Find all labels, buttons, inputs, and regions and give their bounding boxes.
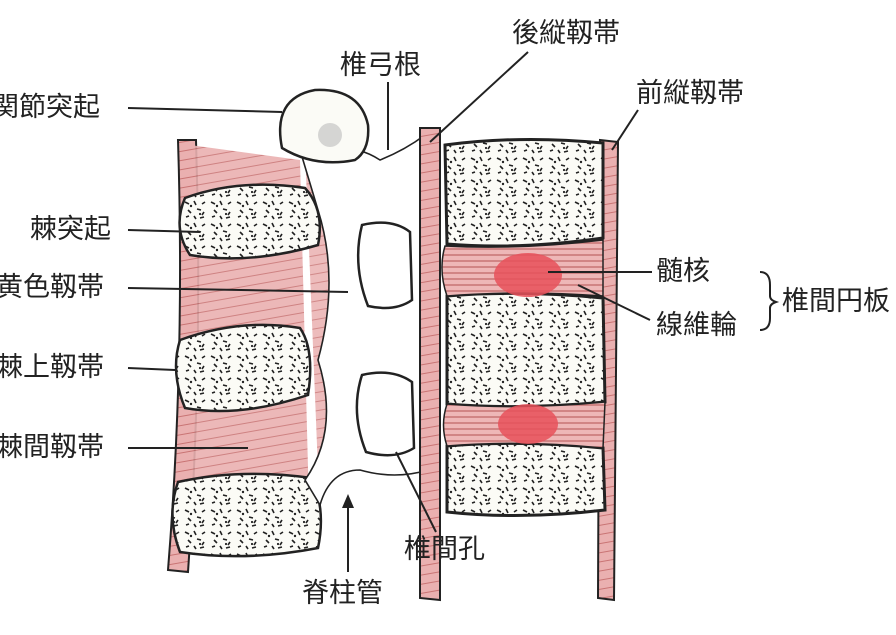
nucleus-pulposus-lower: [498, 404, 558, 444]
label-interspinous-ligament: 棘間靱帯: [0, 432, 104, 463]
label-pedicle: 椎弓根: [340, 50, 421, 81]
spinous-process-middle: [174, 323, 312, 413]
label-intervertebral-foramen: 椎間孔: [404, 534, 485, 565]
intervertebral-disc-brace: [759, 271, 780, 331]
intervertebral-foramen-lower: [355, 371, 416, 457]
vertebral-body-lower: [445, 441, 607, 518]
leader-lines: [127, 51, 652, 572]
vertebral-body-middle: [445, 291, 607, 409]
label-spinous-process: 棘突起: [30, 214, 111, 245]
nucleus-pulposus-upper: [494, 253, 562, 297]
label-intervertebral-disc: 椎間円板: [782, 286, 890, 317]
label-spinal-canal: 脊柱管: [302, 578, 383, 609]
label-nucleus-pulposus: 髄核: [656, 256, 710, 287]
spinal-canal-arrowhead: [342, 494, 354, 508]
label-annulus-fibrosus: 線維輪: [656, 310, 737, 341]
label-posterior-longitudinal-ligament: 後縦靱帯: [512, 18, 620, 49]
label-articular-process: 関節突起: [0, 92, 100, 123]
spinous-process-upper: [178, 183, 322, 260]
vertebral-body-upper: [443, 137, 605, 248]
label-ligamentum-flavum: 黄色靱帯: [0, 272, 104, 303]
label-anterior-longitudinal-ligament: 前縦靱帯: [636, 78, 744, 109]
intervertebral-foramen-upper: [356, 221, 414, 310]
label-supraspinous-ligament: 棘上靱帯: [0, 352, 104, 383]
spinous-process-lower: [171, 472, 323, 558]
posterior-longitudinal-ligament: [419, 127, 441, 602]
